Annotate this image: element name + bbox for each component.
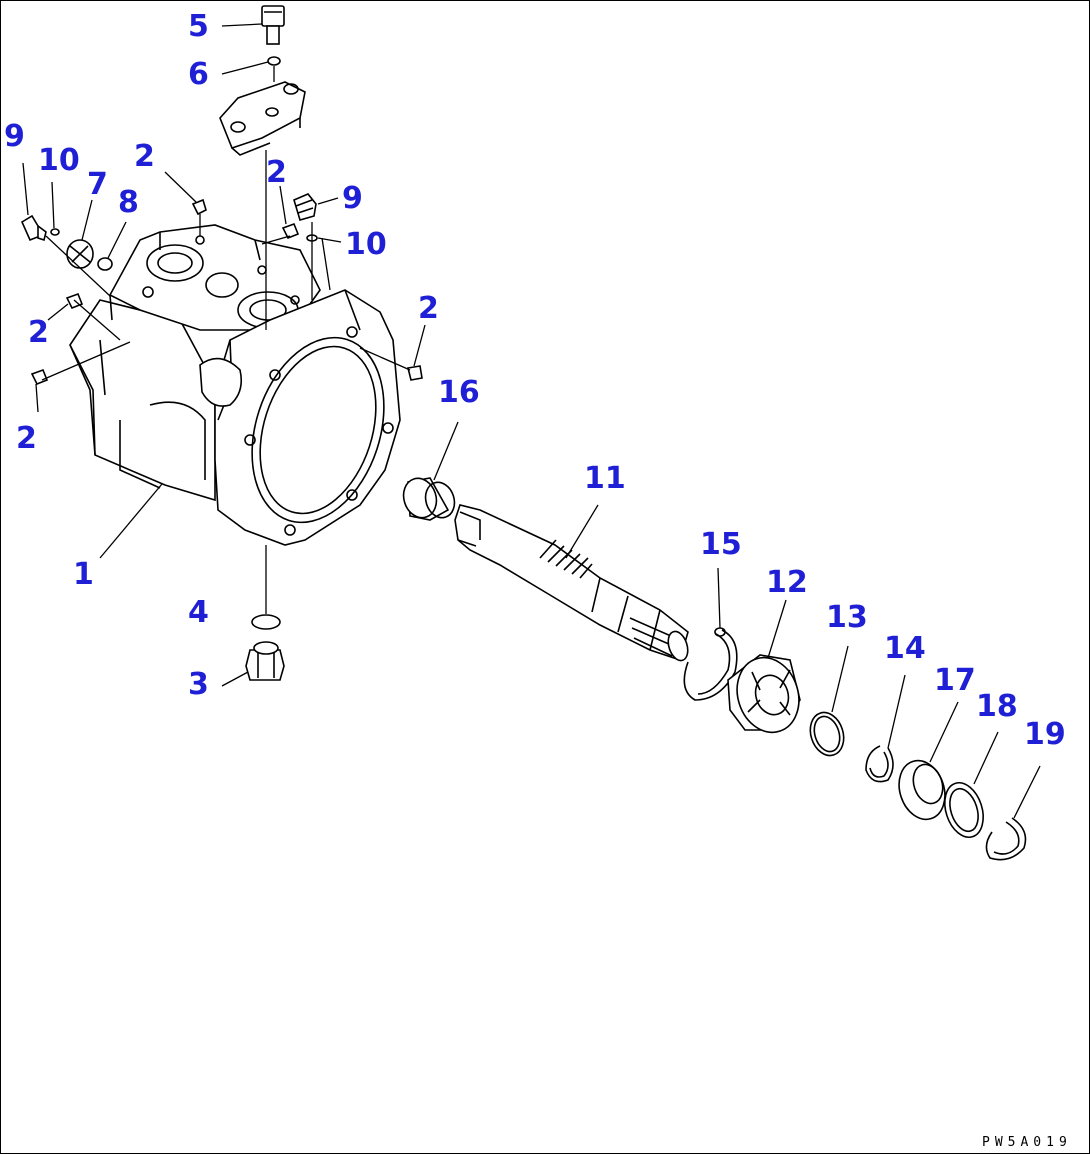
pump-housing: [69, 224, 401, 546]
label-12: 12: [766, 565, 808, 600]
fitting-left: [20, 214, 47, 242]
label-10-left: 10: [38, 143, 80, 178]
label-19: 19: [1024, 717, 1066, 752]
label-4: 4: [188, 595, 209, 630]
drain-plug: [245, 641, 285, 681]
bearing-12: [727, 654, 801, 734]
label-13: 13: [826, 600, 868, 635]
ring-18: [944, 781, 984, 839]
valve-plug: [66, 239, 94, 269]
label-8: 8: [118, 185, 139, 220]
label-15: 15: [700, 527, 742, 562]
o-ring: [251, 614, 281, 630]
plug-2-right: [407, 365, 423, 381]
leader-lines: [22, 23, 1041, 819]
bolt: [261, 5, 285, 45]
label-14: 14: [884, 631, 926, 666]
label-2-right: 2: [418, 291, 439, 326]
label-2-mid: 2: [266, 155, 287, 190]
label-11: 11: [584, 461, 626, 496]
label-2-lower: 2: [16, 421, 37, 456]
label-7: 7: [87, 167, 108, 202]
label-5: 5: [188, 9, 209, 44]
label-9-right: 9: [342, 181, 363, 216]
label-18: 18: [976, 689, 1018, 724]
fitting-right: [293, 193, 317, 221]
label-2-top: 2: [134, 139, 155, 174]
drawing-code: PW5A019: [982, 1135, 1072, 1150]
plug-2-mid: [281, 222, 300, 240]
label-9-left: 9: [4, 119, 25, 154]
label-17: 17: [934, 663, 976, 698]
o-ring-10a: [50, 228, 60, 236]
label-10-right: 10: [345, 227, 387, 262]
ring-13: [809, 711, 845, 757]
label-1: 1: [73, 557, 94, 592]
label-16: 16: [438, 375, 480, 410]
label-3: 3: [188, 667, 209, 702]
seal-17: [898, 759, 946, 821]
shaft: [454, 504, 689, 662]
label-6: 6: [188, 57, 209, 92]
bearing-16: [402, 477, 456, 521]
plug-2-lower: [30, 368, 49, 386]
snap-ring-19: [985, 817, 1027, 861]
cover-plate: [219, 81, 306, 156]
washer: [267, 56, 281, 66]
plug-2-top: [191, 198, 207, 216]
o-ring-8: [97, 257, 113, 271]
label-2-left: 2: [28, 315, 49, 350]
snap-ring-14: [865, 745, 894, 783]
